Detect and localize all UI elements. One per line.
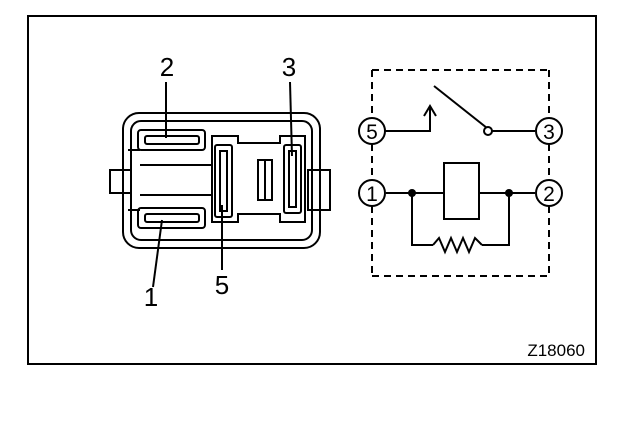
switch-pivot	[483, 126, 493, 136]
pin-5-slot-outer	[214, 144, 233, 218]
switch-blade	[433, 85, 488, 129]
terminal-2-circle	[535, 179, 563, 207]
relay-coil	[443, 162, 480, 220]
schematic-dashed-enclosure	[371, 69, 550, 277]
relay-connector	[109, 112, 331, 249]
pin-leader-lines	[152, 81, 293, 288]
junction-dot-right	[505, 189, 513, 197]
terminal-5-circle	[358, 117, 386, 145]
terminal-3-circle	[535, 117, 563, 145]
connector-center-block	[211, 135, 306, 223]
schematic-wiring	[385, 85, 535, 255]
pin-1-label: 1	[144, 282, 158, 312]
pin-3-leader	[289, 81, 293, 157]
pin-3-label: 3	[282, 52, 296, 82]
figure-code: Z18060	[527, 341, 585, 360]
pin-3-slot-inner	[288, 150, 297, 208]
pin-1-slot-outer	[137, 207, 206, 229]
pin-5-slot-inner	[219, 150, 228, 212]
relay-schematic: 5 3 1 2	[358, 69, 563, 277]
diagram-frame	[27, 15, 597, 365]
terminal-2-label: 2	[543, 183, 555, 206]
switch-arrowhead	[423, 104, 437, 117]
terminal-5-label: 5	[366, 121, 378, 144]
terminal-3-label: 3	[543, 121, 555, 144]
resistor-branch-right	[482, 193, 510, 246]
pin-2-slot-inner	[144, 135, 200, 145]
connector-right-tab	[307, 169, 331, 211]
pin-1-slot-inner	[144, 213, 200, 223]
terminal-1-label: 1	[366, 183, 378, 206]
pin-5-label: 5	[215, 270, 229, 300]
connector-left-tab	[109, 169, 131, 194]
pin-2-label: 2	[160, 52, 174, 82]
pin-1-leader	[152, 219, 163, 288]
resistor-branch-left	[411, 193, 433, 246]
terminal-1-circle	[358, 179, 386, 207]
pin-2-slot-outer	[137, 129, 206, 151]
switch-lead-5	[385, 108, 431, 132]
junction-dot-left	[408, 189, 416, 197]
resistor-zigzag	[432, 235, 483, 255]
